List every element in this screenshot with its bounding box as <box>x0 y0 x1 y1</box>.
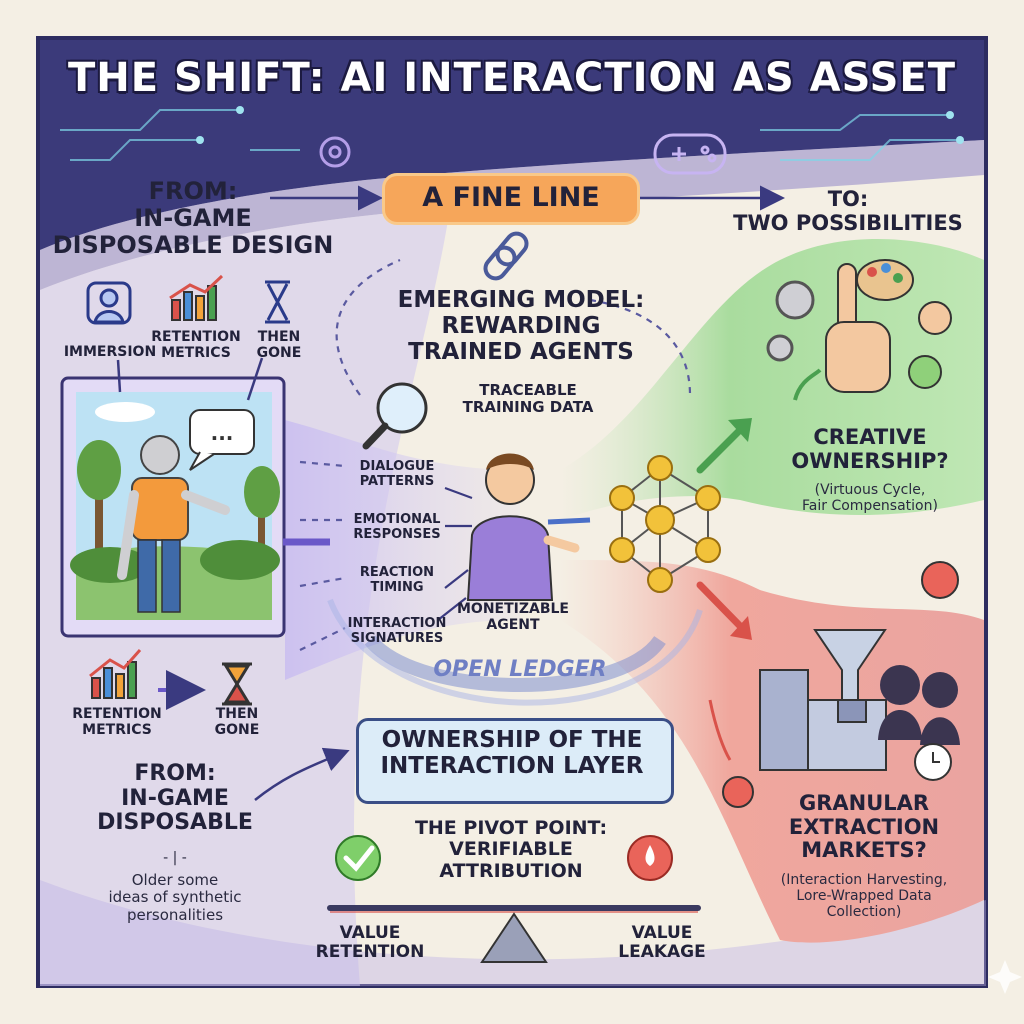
monetizable-agent-label: MONETIZABLE AGENT <box>456 601 569 633</box>
factory-icon <box>759 669 887 771</box>
to-top-label: TO: TWO POSSIBILITIES <box>733 187 963 235</box>
happy-face-icon <box>908 355 942 389</box>
from-bottom-note: Older some ideas of synthetic personalit… <box>108 871 242 924</box>
leaking-drop-icon <box>627 835 673 881</box>
balance-scale <box>327 905 701 963</box>
granular-extraction-label: GRANULAR EXTRACTION MARKETS? <box>788 791 940 863</box>
lower-then-gone-label: THEN GONE <box>214 706 260 738</box>
angry-face-icon <box>722 776 754 808</box>
palette-icon <box>856 259 914 301</box>
chain-link-icon <box>483 231 529 281</box>
flow-reaction-timing: REACTION TIMING <box>359 565 435 595</box>
flow-emotional-responses: EMOTIONAL RESPONSES <box>353 512 441 542</box>
pivot-point-label: THE PIVOT POINT: VERIFIABLE ATTRIBUTION <box>414 817 608 882</box>
svg-text:...: ... <box>211 421 234 445</box>
smiling-face-icon <box>918 301 952 335</box>
from-bottom-divider: - | - <box>163 850 187 866</box>
center-banner-bg <box>385 176 637 222</box>
from-top-label: FROM: IN-GAME DISPOSABLE DESIGN <box>52 177 334 259</box>
value-leakage-label: VALUE LEAKAGE <box>618 923 706 963</box>
hourglass-icon <box>265 280 290 324</box>
lower-retention-label: RETENTION METRICS <box>72 706 162 738</box>
emerging-model-label: EMERGING MODEL: REWARDING TRAINED AGENTS <box>397 287 645 365</box>
ownership-box <box>356 718 674 804</box>
center-banner: A FINE LINE <box>422 182 600 213</box>
agent-person <box>466 453 580 601</box>
creative-ownership-note: (Virtuous Cycle, Fair Compensation) <box>802 482 938 515</box>
open-ledger-label: OPEN LEDGER <box>433 657 607 682</box>
person-icon <box>86 281 132 325</box>
shadow-figures-icon <box>878 665 960 745</box>
creative-ownership-label: CREATIVE OWNERSHIP? <box>791 425 949 473</box>
bar-chart-icon <box>89 649 142 699</box>
game-scene-panel: ... <box>60 376 286 638</box>
pointing-hand-icon <box>825 263 891 393</box>
main-title: THE SHIFT: AI INTERACTION AS ASSET <box>67 55 957 101</box>
flow-dialogue-patterns: DIALOGUE PATTERNS <box>359 459 435 489</box>
flow-interaction-signatures: INTERACTION SIGNATURES <box>347 616 447 646</box>
then-gone-label: THEN GONE <box>256 329 302 361</box>
checkmark-icon <box>335 835 381 881</box>
gear-icon <box>766 280 815 362</box>
coin-network <box>609 455 721 593</box>
granular-extraction-note: (Interaction Harvesting, Lore-Wrapped Da… <box>780 872 948 921</box>
hourglass-icon <box>222 662 252 706</box>
gear-icon <box>319 136 351 168</box>
ownership-label: OWNERSHIP OF THE INTERACTION LAYER <box>380 727 644 779</box>
gamepad-icon <box>653 133 727 175</box>
magnifier-icon <box>362 382 428 450</box>
bar-chart-icon <box>169 274 224 321</box>
traceable-training-label: TRACEABLE TRAINING DATA <box>462 381 594 416</box>
immersion-label: IMMERSION <box>63 344 157 360</box>
from-bottom-label: FROM: IN-GAME DISPOSABLE <box>97 761 253 836</box>
angry-face-icon <box>921 561 959 599</box>
retention-metrics-label: RETENTION METRICS <box>151 329 241 361</box>
value-retention-label: VALUE RETENTION <box>315 923 425 963</box>
